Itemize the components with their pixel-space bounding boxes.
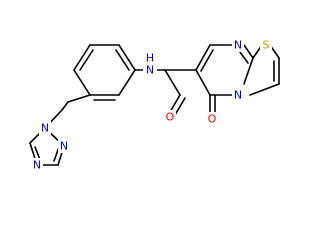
bond-pyr-c5-c6 bbox=[195, 69, 211, 96]
atom-o-amide: O bbox=[166, 111, 175, 124]
bond-thz-c3-n4 bbox=[249, 83, 280, 96]
bond-pyr-c6-c7 bbox=[195, 44, 211, 71]
atom-n-amide: N bbox=[146, 64, 154, 77]
bond-pyr-n8-c8a-inner bbox=[239, 51, 249, 64]
atom-n-triazole-4: N bbox=[33, 159, 41, 172]
bond-amide-c-o bbox=[169, 94, 181, 113]
bond-benzene-6 bbox=[73, 44, 91, 71]
atom-h-amide: H bbox=[146, 52, 154, 65]
molecule-structure-diagram: N N N N H O O N N S bbox=[29, 38, 280, 172]
bonds bbox=[29, 44, 280, 166]
bond-pyr-c8a-n4 bbox=[243, 57, 254, 85]
bond-benzene-4-inner bbox=[115, 49, 130, 71]
atom-n-triazole-2: N bbox=[60, 140, 68, 153]
atom-s-thiazole: S bbox=[263, 39, 270, 52]
bond-nh-carbonyl-2 bbox=[164, 69, 181, 96]
bond-pyr-c6-c7-inner bbox=[200, 49, 214, 72]
bond-benzene-1 bbox=[67, 94, 91, 103]
atom-n-bridgehead: N bbox=[234, 89, 242, 102]
bond-benzene-3 bbox=[118, 69, 136, 96]
bond-benzene-6-inner bbox=[79, 49, 94, 71]
bond-pyr-n8-c8a bbox=[243, 44, 254, 59]
bond-amide-c-o-2 bbox=[174, 97, 186, 116]
atom-n-pyrimidine: N bbox=[234, 39, 242, 52]
bond-ch2-benzene bbox=[61, 101, 69, 111]
bond-benzene-4 bbox=[118, 44, 136, 71]
bond-benzene-7 bbox=[73, 69, 91, 96]
atom-labels: N N N N H O O N N S bbox=[31, 38, 272, 172]
atom-n-triazole-1: N bbox=[41, 122, 49, 135]
atom-o-ring: O bbox=[208, 113, 217, 126]
